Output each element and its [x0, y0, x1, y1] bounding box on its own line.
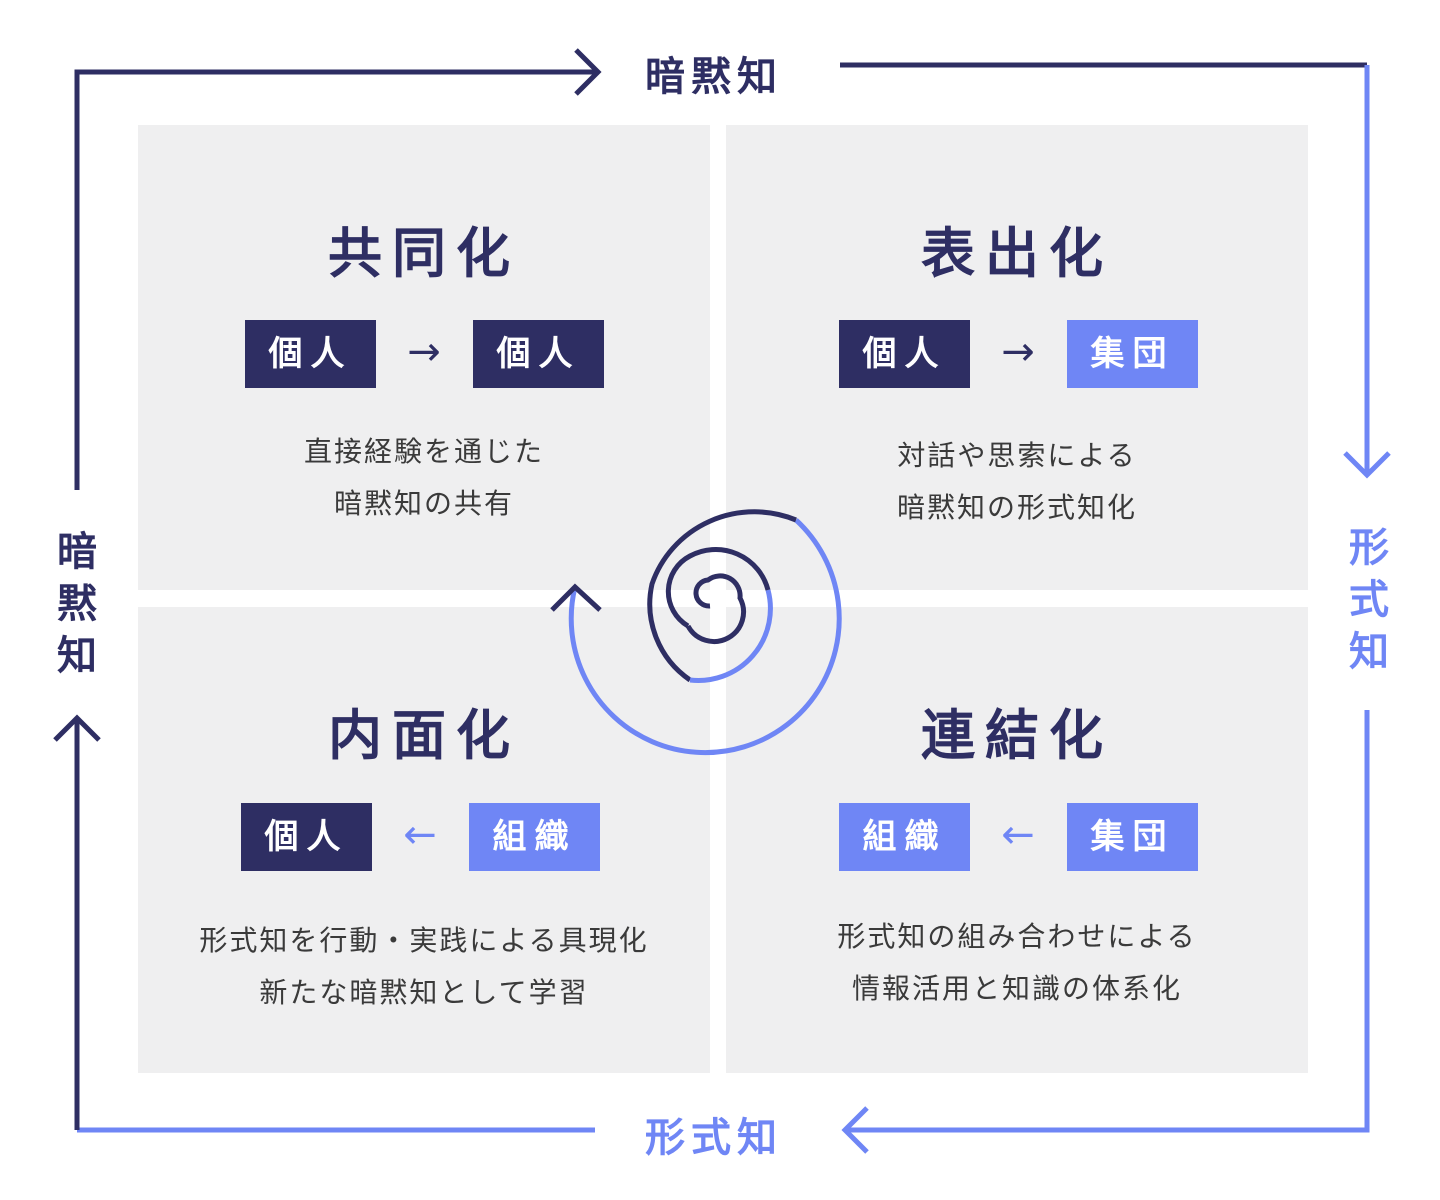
description: 対話や思索による 暗黙知の形式知化: [726, 430, 1308, 534]
description-line-1: 直接経験を通じた: [303, 435, 544, 468]
quadrant-title: 連結化: [921, 704, 1113, 767]
left-lower-arrowhead: [53, 714, 101, 742]
left-box: 個人: [241, 803, 372, 871]
quadrant-title: 表出化: [921, 222, 1113, 285]
description-line-1: 対話や思索による: [897, 439, 1137, 472]
edge-label-left: 暗 黙 知: [52, 526, 102, 682]
bottom-arrowhead: [841, 1106, 869, 1154]
top-left-flow-line: [74, 69, 598, 490]
quadrant-title: 共同化: [328, 222, 520, 285]
to-box: 集団: [1067, 320, 1198, 388]
right-lower-flow-line: [845, 710, 1370, 1133]
quadrant-externalization: 表出化 個人 → 集団 対話や思索による 暗黙知の形式知化: [726, 125, 1308, 590]
left-box: 組織: [839, 803, 970, 871]
edge-right-char-1: 形: [1349, 525, 1389, 571]
quadrant-socialization: 共同化 個人 → 個人 直接経験を通じた 暗黙知の共有: [138, 125, 710, 590]
description-line-2: 情報活用と知識の体系化: [851, 972, 1182, 1005]
description-line-1: 形式知の組み合わせによる: [837, 920, 1197, 953]
edge-label-top: 暗黙知: [645, 54, 783, 100]
direction-arrow: →: [1001, 329, 1035, 375]
edge-right-char-3: 知: [1349, 629, 1389, 675]
edge-right-char-2: 式: [1349, 577, 1389, 623]
description: 形式知の組み合わせによる 情報活用と知識の体系化: [726, 911, 1308, 1015]
description-line-1: 形式知を行動・実践による具現化: [199, 924, 649, 957]
edge-left-char-2: 黙: [57, 581, 97, 627]
direction-arrow: ←: [1001, 812, 1035, 858]
top-left-arrowhead: [574, 48, 602, 96]
edge-label-right: 形 式 知: [1344, 522, 1394, 678]
right-upper-arrowhead: [1343, 451, 1391, 479]
direction-arrow: →: [407, 329, 441, 375]
description: 直接経験を通じた 暗黙知の共有: [138, 426, 710, 530]
description-line-2: 暗黙知の形式知化: [896, 491, 1137, 524]
from-box: 個人: [839, 320, 970, 388]
quadrant-combination: 連結化 組織 ← 集団 形式知の組み合わせによる 情報活用と知識の体系化: [726, 607, 1308, 1073]
right-box: 組織: [469, 803, 600, 871]
description: 形式知を行動・実践による具現化 新たな暗黙知として学習: [138, 915, 710, 1019]
from-box: 個人: [245, 320, 376, 388]
edge-label-bottom: 形式知: [645, 1115, 783, 1161]
edge-left-char-1: 暗: [57, 529, 97, 575]
quadrant-title: 内面化: [328, 704, 520, 767]
direction-arrow: ←: [403, 812, 437, 858]
description-line-2: 暗黙知の共有: [333, 487, 514, 520]
right-box: 集団: [1067, 803, 1198, 871]
edge-left-char-3: 知: [57, 633, 97, 679]
description-line-2: 新たな暗黙知として学習: [259, 976, 589, 1009]
to-box: 個人: [473, 320, 604, 388]
quadrant-internalization: 内面化 個人 ← 組織 形式知を行動・実践による具現化 新たな暗黙知として学習: [138, 607, 710, 1073]
